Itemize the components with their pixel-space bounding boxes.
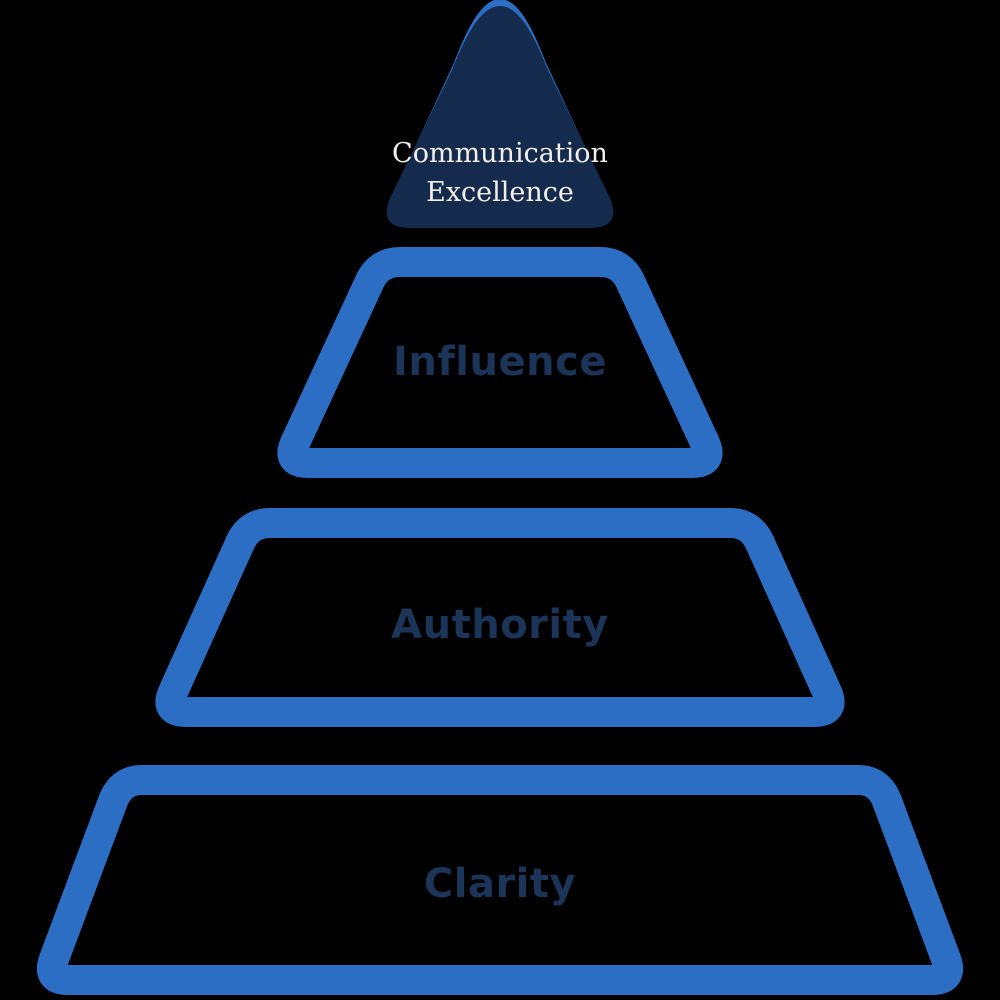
tier-authority-outline — [155, 508, 845, 727]
tier-label-clarity: Clarity — [423, 861, 577, 907]
apex-title-line2: Excellence — [426, 177, 574, 208]
tier-influence-outline — [277, 247, 723, 478]
tier-label-influence: Influence — [393, 339, 607, 385]
tier-label-authority: Authority — [391, 602, 609, 648]
apex-triangle — [386, 6, 614, 228]
apex-title-line1: Communication — [392, 138, 608, 169]
tier-clarity-outline — [36, 765, 964, 995]
apex-title: Communication Excellence — [350, 134, 650, 212]
